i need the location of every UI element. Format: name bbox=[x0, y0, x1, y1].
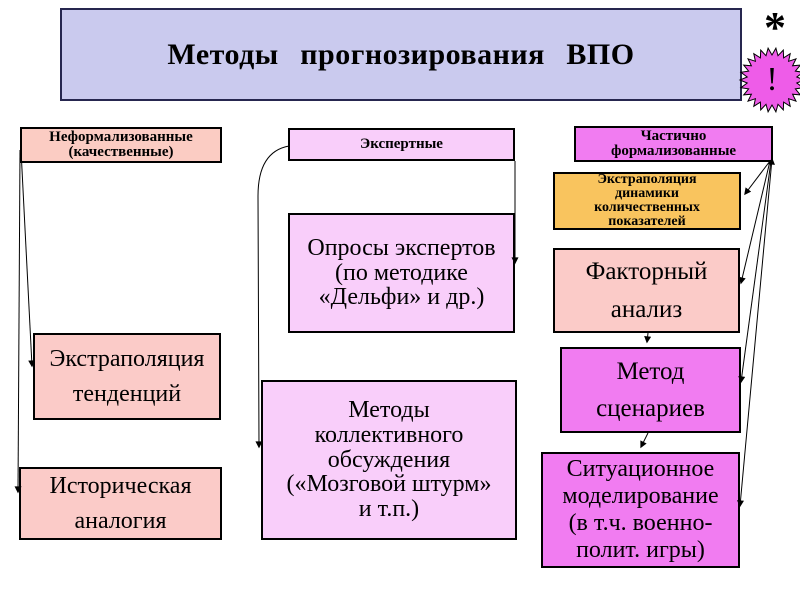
box-factor-analysis-label: Факторный анализ bbox=[585, 258, 708, 323]
box-expert-surveys-label: Опросы экспертов (по методике «Дельфи» и… bbox=[307, 235, 496, 311]
box-collective-discussion: Методы коллективного обсуждения («Мозгов… bbox=[261, 380, 517, 540]
header-nonformalized: Неформализованные (качественные) bbox=[20, 127, 222, 163]
header-partially-formalized-label: Частично формализованные bbox=[610, 128, 737, 159]
header-expert: Экспертные bbox=[288, 128, 515, 161]
box-extrapolation-trends: Экстраполяция тенденций bbox=[33, 333, 221, 420]
connector-factor-to-scenario bbox=[644, 332, 652, 344]
header-nonformalized-label: Неформализованные (качественные) bbox=[49, 129, 193, 160]
connector-right-to-situational-modeling bbox=[737, 157, 775, 508]
connector-right-to-extrapolation-dynamics bbox=[744, 160, 771, 196]
starburst-shape bbox=[738, 46, 800, 114]
connector-right-to-scenario-method bbox=[738, 160, 772, 384]
exclamation-label: ! bbox=[766, 61, 778, 98]
box-expert-surveys: Опросы экспертов (по методике «Дельфи» и… bbox=[288, 213, 515, 333]
box-scenario-method-label: Метод сценариев bbox=[596, 357, 705, 423]
connector-left-to-extrapolation-trends bbox=[20, 149, 36, 368]
page-title: Методы прогнозирования ВПО bbox=[167, 37, 635, 71]
box-situational-modeling-label: Ситуационное моделирование (в т.ч. военн… bbox=[562, 455, 719, 564]
box-factor-analysis: Факторный анализ bbox=[553, 248, 740, 333]
connector-left-to-historical-analogy bbox=[14, 149, 22, 494]
box-historical-analogy-label: Историческая аналогия bbox=[49, 473, 192, 534]
starburst-icon: ! bbox=[738, 46, 800, 114]
connector-scenario-to-situational bbox=[640, 432, 649, 449]
header-partially-formalized: Частично формализованные bbox=[574, 126, 773, 162]
title-box: Методы прогнозирования ВПО bbox=[60, 8, 742, 101]
box-extrapolation-dynamics-label: Экстраполяция динамики количественных по… bbox=[594, 172, 700, 229]
box-extrapolation-dynamics: Экстраполяция динамики количественных по… bbox=[553, 172, 741, 230]
box-collective-discussion-label: Методы коллективного обсуждения («Мозгов… bbox=[286, 396, 492, 523]
connector-right-to-factor-analysis bbox=[738, 160, 771, 285]
box-situational-modeling: Ситуационное моделирование (в т.ч. военн… bbox=[541, 452, 740, 568]
asterisk-mark: * bbox=[764, 3, 786, 52]
box-scenario-method: Метод сценариев bbox=[560, 347, 741, 433]
box-extrapolation-trends-label: Экстраполяция тенденций bbox=[49, 346, 205, 407]
header-expert-label: Экспертные bbox=[360, 136, 443, 152]
box-historical-analogy: Историческая аналогия bbox=[19, 467, 222, 540]
